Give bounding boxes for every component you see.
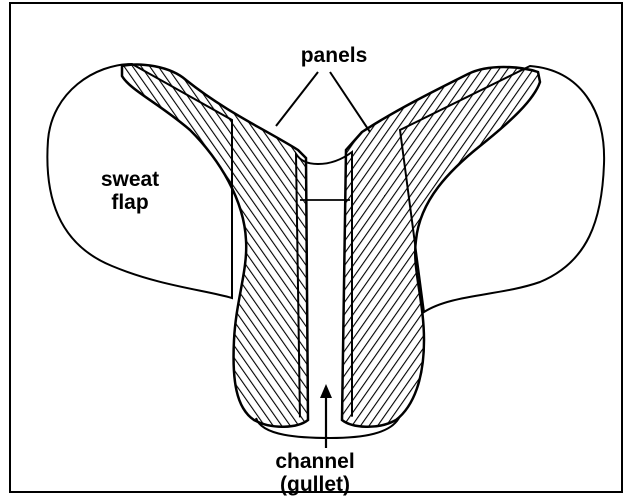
channel-label: channel (gullet) bbox=[250, 450, 380, 496]
channel-label-line1: channel bbox=[250, 450, 380, 473]
sweat-flap-label-line2: flap bbox=[80, 191, 180, 214]
sweat-flap-label-line1: sweat bbox=[80, 168, 180, 191]
sweat-flap-label: sweat flap bbox=[80, 168, 180, 214]
channel-label-line2: (gullet) bbox=[250, 473, 380, 496]
panels-label: panels bbox=[284, 44, 384, 67]
panels-pointer-right bbox=[330, 72, 370, 132]
panels-pointer-left bbox=[276, 72, 318, 126]
